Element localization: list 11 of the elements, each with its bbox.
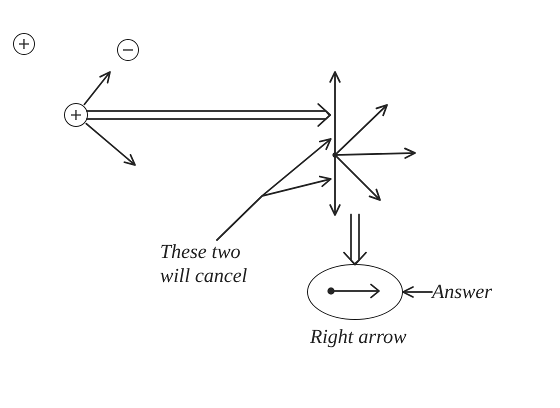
note-text: These two will cancel xyxy=(160,240,255,288)
double-arrow xyxy=(86,103,332,127)
arrow xyxy=(402,286,433,298)
leader-arrow xyxy=(216,176,332,241)
double-arrow xyxy=(343,214,367,266)
answer-label: Answer xyxy=(432,280,492,304)
charge-symbol: + xyxy=(64,103,88,127)
force-vector-diagram xyxy=(329,71,416,216)
charge-symbol: − xyxy=(117,39,139,61)
charge-symbol: + xyxy=(13,33,35,55)
caption-text: Right arrow xyxy=(310,325,406,349)
